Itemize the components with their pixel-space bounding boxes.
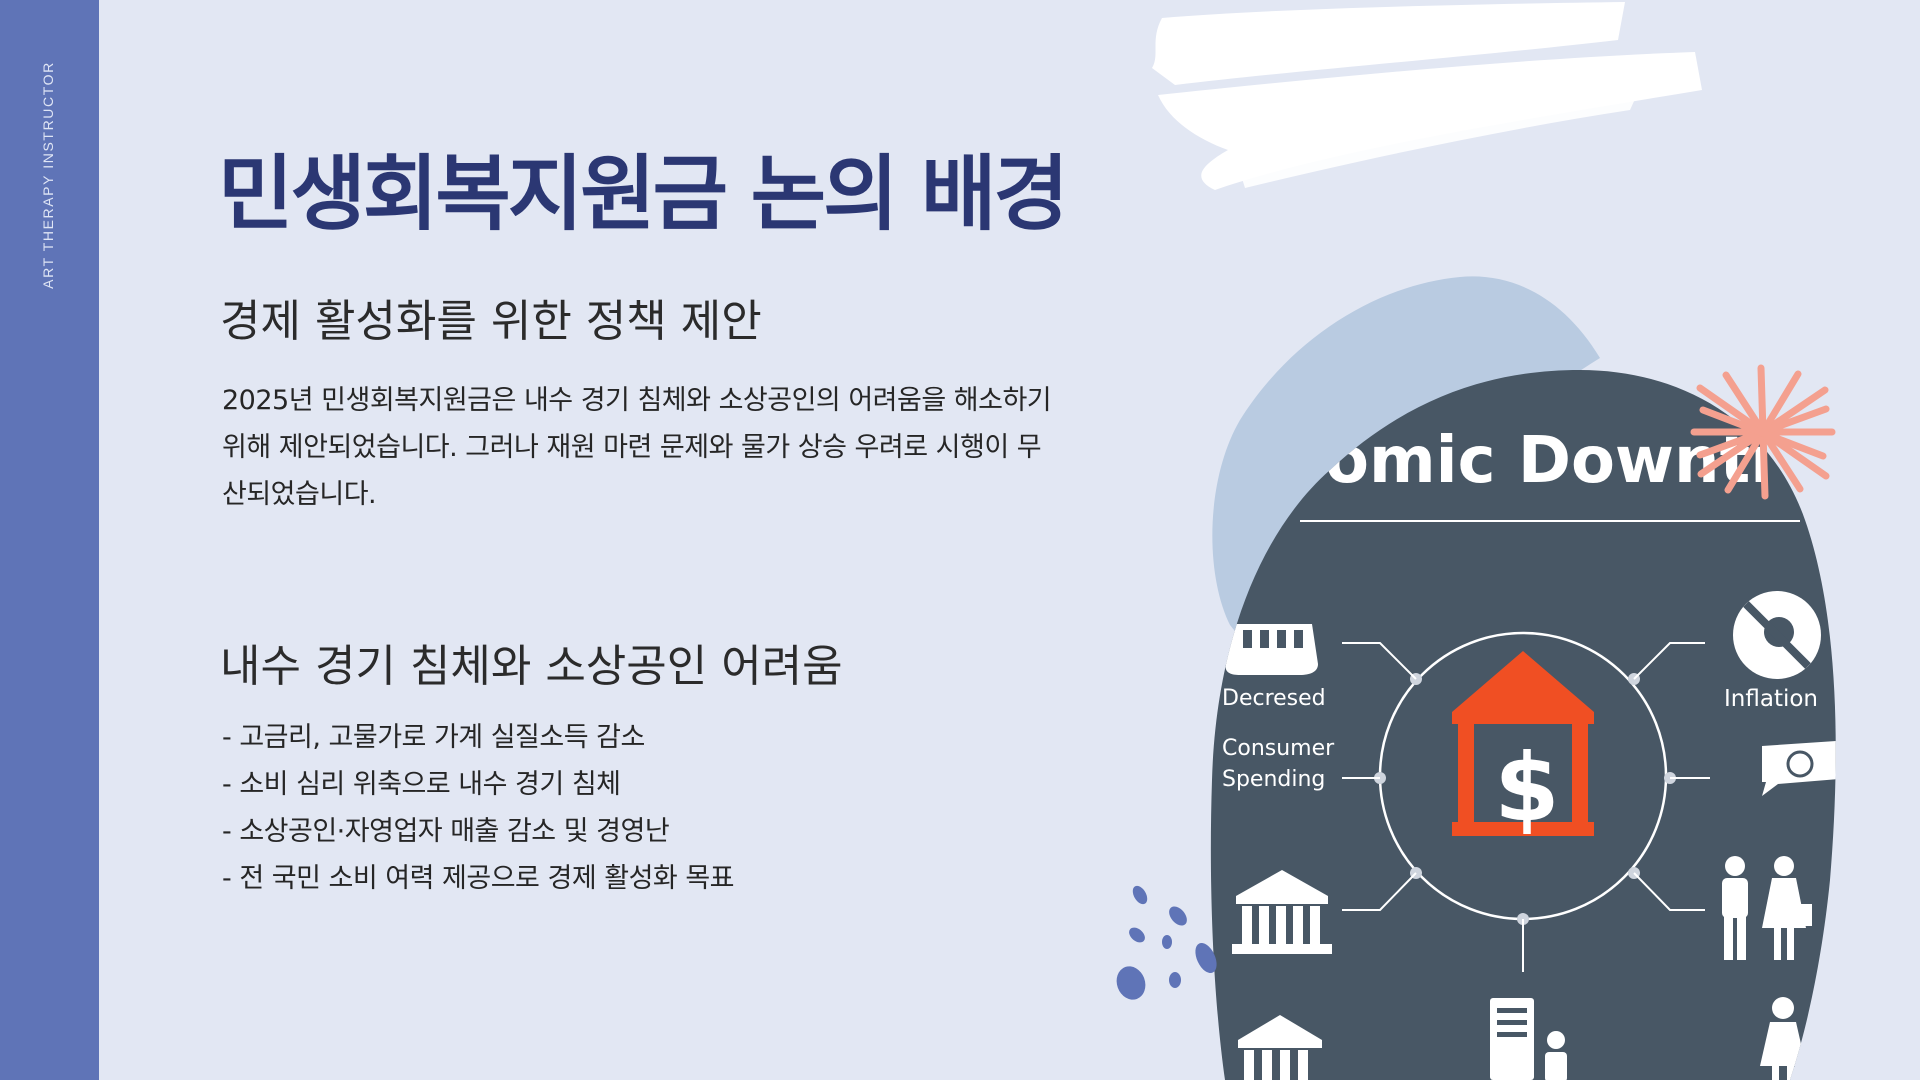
splatter-decoration <box>1116 885 1217 1000</box>
body-line-1: 2025년 민생회복지원금은 내수 경기 침체와 소상공인의 어려움을 해소하기 <box>222 385 1052 416</box>
label-inflation: Inflation <box>1724 686 1818 712</box>
bank-building-icon <box>1238 1015 1322 1080</box>
label-decreased: Decresed <box>1222 686 1326 711</box>
money-speech-bubble-icon <box>1762 740 1836 796</box>
brush-stroke-decoration <box>1152 2 1702 190</box>
section1-heading: 경제 활성화를 위한 정책 제안 <box>220 296 762 347</box>
body-line-2: 위해 제안되었습니다. 그러나 재원 마련 문제와 물가 상승 우려로 시행이 … <box>222 432 1042 463</box>
shop-icon <box>1225 624 1318 675</box>
bullet-item: - 고금리, 고물가로 가계 실질소득 감소 <box>222 722 645 753</box>
government-building-icon <box>1232 870 1332 954</box>
label-spending: Spending <box>1222 767 1325 792</box>
body-line-3: 산되었습니다. <box>222 479 377 510</box>
starburst-icon <box>1690 364 1836 500</box>
section1-body: 2025년 민생회복지원금은 내수 경기 침체와 소상공인의 어려움을 해소하기… <box>222 377 1112 518</box>
bullet-item: - 전 국민 소비 여력 제공으로 경제 활성화 목표 <box>222 863 735 894</box>
page-title: 민생회복지원금 논의 배경 <box>218 147 1069 242</box>
banner-text: omic Downti <box>1325 424 1772 498</box>
section2-heading: 내수 경기 침체와 소상공인 어려움 <box>220 641 843 692</box>
bullet-item: - 소비 심리 위축으로 내수 경기 침체 <box>222 769 621 800</box>
bullet-list: - 고금리, 고물가로 가계 실질소득 감소 - 소비 심리 위축으로 내수 경… <box>222 714 735 902</box>
newspaper-person-icon <box>1490 998 1567 1080</box>
dollar-sign: $ <box>1494 734 1559 843</box>
no-sign-icon <box>1733 591 1821 679</box>
sidebar-strip: ART THERAPY INSTRUCTOR <box>0 0 99 1080</box>
bank-icon: $ <box>1452 651 1594 843</box>
woman-icon <box>1760 997 1806 1080</box>
bullet-item: - 소상공인·자영업자 매출 감소 및 경영난 <box>222 816 670 847</box>
label-consumer: Consumer <box>1222 736 1335 761</box>
people-shopping-icon <box>1722 856 1812 960</box>
